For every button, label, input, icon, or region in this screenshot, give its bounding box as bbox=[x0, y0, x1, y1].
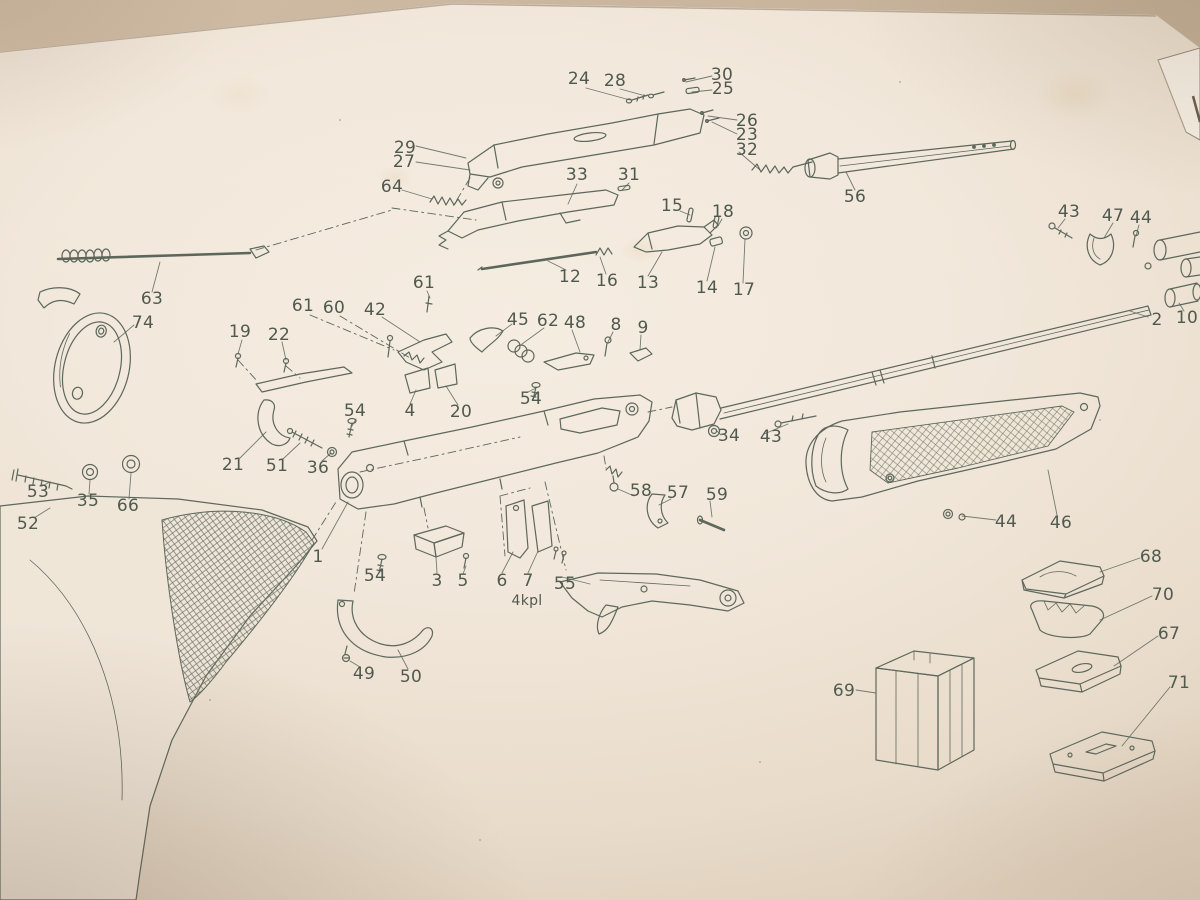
sear-cluster-drawing bbox=[234, 352, 353, 458]
bolt-drawing bbox=[438, 184, 631, 250]
stock-drawing bbox=[0, 495, 318, 900]
underlying-page-corner bbox=[1157, 47, 1200, 141]
recoil-spring-drawing bbox=[255, 195, 477, 251]
hammer-group-drawing bbox=[603, 455, 726, 532]
receiver-drawing bbox=[337, 394, 653, 510]
leader-lines bbox=[33, 75, 1185, 747]
barrel-upper-drawing bbox=[804, 139, 1017, 180]
forend-drawing bbox=[805, 392, 1101, 521]
butt-plate-drawing bbox=[53, 312, 131, 424]
receiver-cover-drawing bbox=[467, 108, 705, 191]
trigger-guard-drawing bbox=[336, 599, 434, 663]
action-rod-drawing bbox=[37, 245, 270, 309]
guide-rod-drawing bbox=[477, 207, 753, 271]
magazine-drawing bbox=[875, 650, 975, 771]
assembly-axes bbox=[237, 177, 673, 595]
trigger-mech-cluster-drawing bbox=[386, 295, 653, 371]
paper-top-edge bbox=[0, 3, 1157, 53]
trigger-bar-drawing bbox=[559, 572, 745, 635]
barrel-drawing bbox=[671, 282, 1200, 438]
dust-specks bbox=[209, 81, 1101, 841]
stock-screws-drawing bbox=[11, 454, 141, 491]
scope-mount-drawing bbox=[1048, 222, 1200, 278]
magazine-parts-drawing bbox=[1021, 560, 1156, 782]
